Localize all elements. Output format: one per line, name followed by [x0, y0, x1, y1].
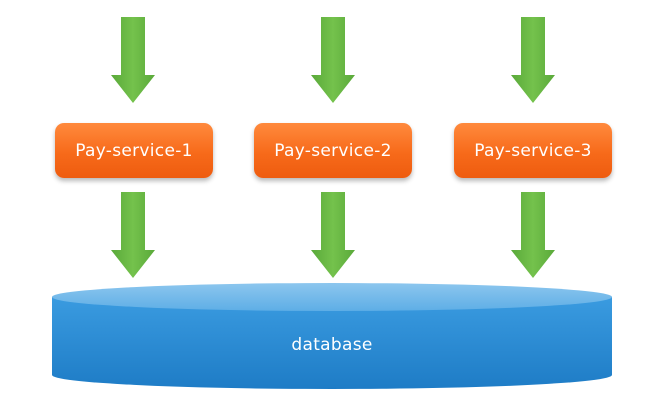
- database-label: database: [291, 335, 373, 355]
- arrow-in-service-3: [511, 17, 555, 103]
- arrow-service-2-to-database: [311, 192, 355, 278]
- service-box-3[interactable]: Pay-service-3: [454, 123, 612, 178]
- database-cylinder: [52, 283, 612, 389]
- arrow-in-service-2: [311, 17, 355, 103]
- arrow-service-1-to-database: [111, 192, 155, 278]
- arrow-service-3-to-database: [511, 192, 555, 278]
- service-label-1: Pay-service-1: [75, 140, 193, 161]
- service-box-1[interactable]: Pay-service-1: [55, 123, 213, 178]
- service-box-2[interactable]: Pay-service-2: [254, 123, 412, 178]
- arrow-in-service-1: [111, 17, 155, 103]
- service-label-3: Pay-service-3: [474, 140, 592, 161]
- service-label-2: Pay-service-2: [274, 140, 392, 161]
